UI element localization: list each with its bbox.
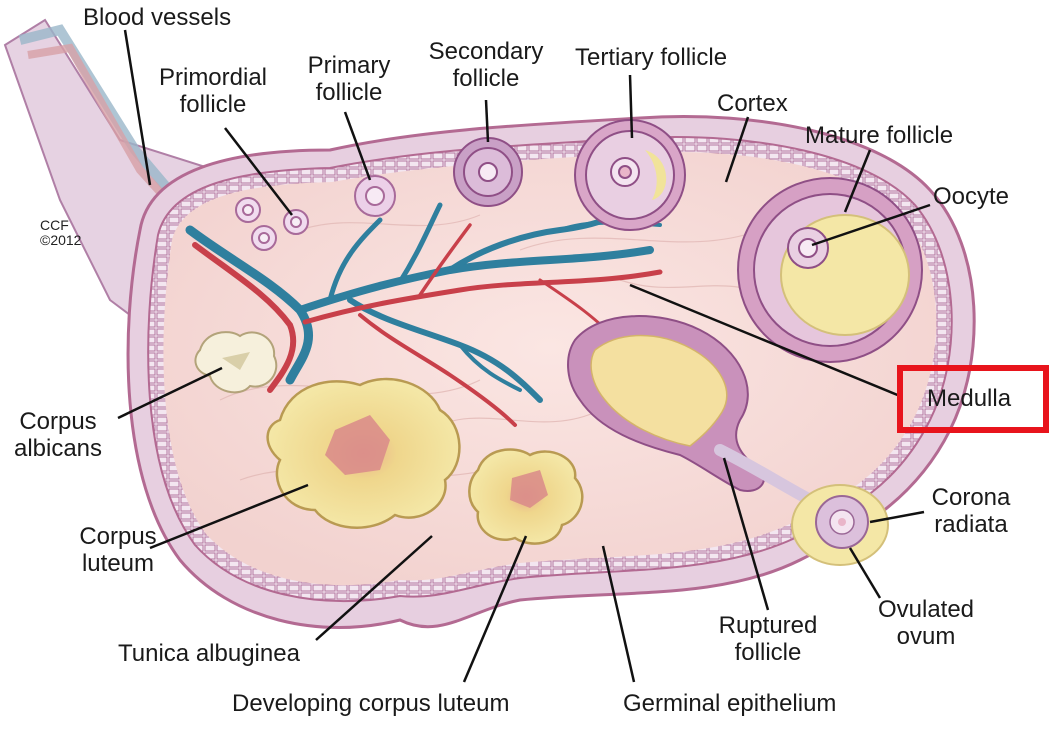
label-ruptured-follicle-line2: follicle [706, 639, 830, 666]
label-ruptured-follicle-line1: Ruptured [706, 612, 830, 639]
mature-follicle [738, 178, 922, 362]
label-ovulated-ovum-line1: Ovulated [864, 596, 988, 623]
label-primordial-follicle-line2: follicle [145, 91, 281, 118]
label-primary-follicle: Primary follicle [290, 52, 408, 106]
credit-line2: ©2012 [40, 233, 81, 248]
label-ovulated-ovum: Ovulated ovum [864, 596, 988, 650]
label-corona-radiata: Corona radiata [916, 484, 1026, 538]
label-blood-vessels: Blood vessels [83, 4, 231, 31]
primary-follicle [355, 176, 395, 216]
label-corpus-luteum-line1: Corpus [62, 523, 174, 550]
label-corpus-luteum-line2: luteum [62, 550, 174, 577]
label-tunica-albuginea: Tunica albuginea [118, 640, 300, 667]
label-corpus-albicans-line1: Corpus [2, 408, 114, 435]
label-primordial-follicle-line1: Primordial [145, 64, 281, 91]
label-ruptured-follicle: Ruptured follicle [706, 612, 830, 666]
label-oocyte: Oocyte [933, 183, 1009, 210]
label-ovulated-ovum-line2: ovum [864, 623, 988, 650]
label-cortex: Cortex [717, 90, 788, 117]
label-corpus-albicans: Corpus albicans [2, 408, 114, 462]
credit-line1: CCF [40, 218, 81, 233]
label-medulla: Medulla [927, 385, 1011, 412]
label-secondary-follicle: Secondary follicle [412, 38, 560, 92]
label-primary-follicle-line2: follicle [290, 79, 408, 106]
copyright-credit: CCF ©2012 [40, 218, 81, 248]
label-germinal-epithelium: Germinal epithelium [623, 690, 836, 717]
label-secondary-follicle-line2: follicle [412, 65, 560, 92]
label-primary-follicle-line1: Primary [290, 52, 408, 79]
secondary-follicle [454, 138, 522, 206]
label-corona-radiata-line1: Corona [916, 484, 1026, 511]
label-mature-follicle: Mature follicle [805, 122, 953, 149]
label-corpus-albicans-line2: albicans [2, 435, 114, 462]
label-corpus-luteum: Corpus luteum [62, 523, 174, 577]
ovulated-ovum [792, 485, 888, 565]
tertiary-follicle [575, 120, 685, 230]
label-tertiary-follicle: Tertiary follicle [575, 44, 727, 71]
label-primordial-follicle: Primordial follicle [145, 64, 281, 118]
corpus-luteum [268, 379, 460, 528]
label-secondary-follicle-line1: Secondary [412, 38, 560, 65]
label-corona-radiata-line2: radiata [916, 511, 1026, 538]
label-developing-corpus-luteum: Developing corpus luteum [232, 690, 510, 717]
